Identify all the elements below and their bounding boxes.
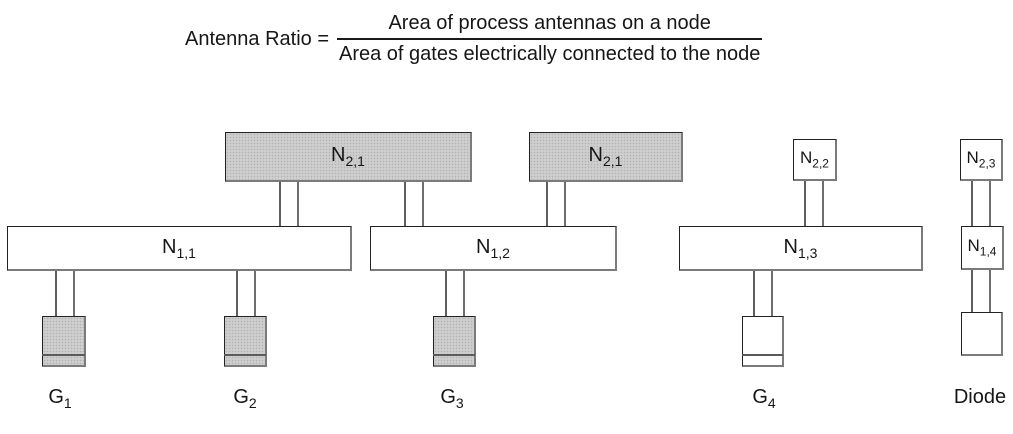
node-label-n14: N1,4 (967, 236, 997, 259)
node-label-n22: N2,2 (800, 148, 829, 171)
node-box-n12: N1,2 (370, 226, 617, 271)
connection-n11-g1 (55, 269, 75, 317)
antenna-ratio-formula: Antenna Ratio = Area of process antennas… (185, 12, 763, 66)
gate-oxide-line-g2 (224, 354, 266, 356)
gate-box-g2 (224, 316, 267, 367)
gate-label-g1: G1 (48, 386, 72, 411)
node-box-n21-left: N2,1 (225, 132, 472, 182)
gate-label-g3: G3 (440, 386, 464, 411)
connection-n14-diode (971, 268, 991, 313)
gate-oxide-line-g1 (42, 354, 85, 356)
diode-box (961, 312, 1003, 356)
node-box-n22: N2,2 (793, 139, 837, 181)
node-box-n13: N1,3 (679, 226, 923, 271)
node-label-n21-right: N2,1 (588, 144, 623, 169)
diode-label: Diode (953, 386, 1007, 408)
gate-oxide-line-g3 (433, 354, 475, 356)
connection-n11-g2 (236, 269, 256, 317)
formula-lhs: Antenna Ratio = (185, 27, 329, 50)
node-label-n21-left: N2,1 (331, 144, 365, 169)
gate-box-g3 (433, 316, 476, 367)
node-box-n23: N2,3 (960, 139, 1003, 181)
gate-box-g4 (742, 316, 784, 367)
connection-n22-n13 (804, 179, 824, 227)
connection-n13-g4 (753, 269, 773, 317)
gate-box-g1 (42, 316, 86, 367)
gate-oxide-line-g4 (742, 354, 783, 356)
formula-numerator: Area of process antennas on a node (337, 12, 763, 40)
connection-n21a-n11 (279, 180, 299, 227)
formula-fraction: Area of process antennas on a node Area … (337, 12, 763, 66)
node-label-n23: N2,3 (966, 148, 996, 171)
connection-n23-n14 (971, 179, 991, 227)
node-label-n13: N1,3 (783, 235, 818, 261)
gate-label-g2: G2 (233, 386, 257, 411)
connection-n21b-n12 (546, 180, 566, 227)
formula-denominator: Area of gates electrically connected to … (339, 43, 761, 65)
node-label-n11: N1,1 (162, 235, 196, 261)
connection-n12-g3 (445, 269, 465, 317)
connection-n21a-n12 (404, 180, 424, 227)
node-box-n11: N1,1 (7, 226, 352, 271)
node-label-n12: N1,2 (476, 235, 510, 261)
node-box-n14: N1,4 (961, 226, 1004, 270)
gate-label-g4: G4 (752, 386, 776, 411)
node-box-n21-right: N2,1 (529, 132, 683, 182)
